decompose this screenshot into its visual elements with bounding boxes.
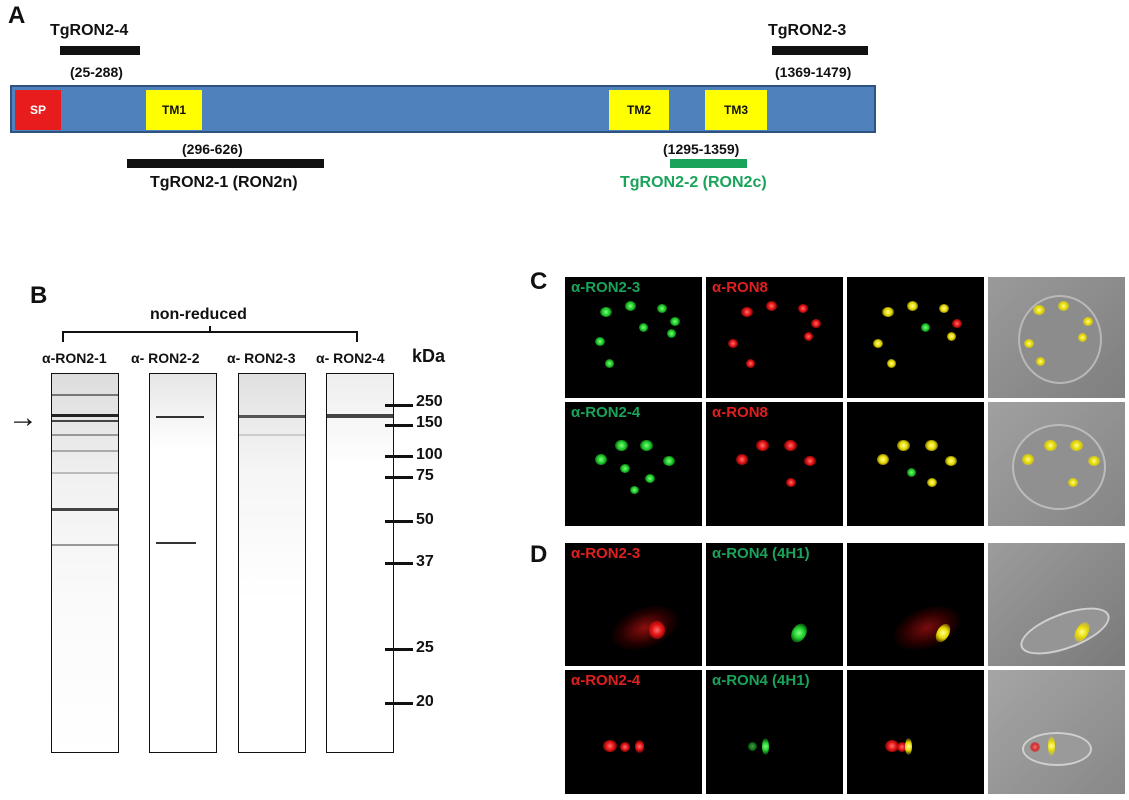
image-c1-dic — [988, 277, 1125, 398]
fragment-label-tgron2-4: TgRON2-4 — [50, 22, 129, 39]
image-c1-merge — [847, 277, 984, 398]
image-d2-red: α-RON2-4 — [565, 670, 702, 794]
fragment-range-tgron2-4: (25-288) — [70, 64, 123, 80]
channel-label-c1-red: α-RON8 — [712, 279, 768, 296]
marker-tick-150 — [385, 424, 413, 427]
channel-label-c2-red: α-RON8 — [712, 404, 768, 421]
image-d2-dic — [988, 670, 1125, 794]
blot-condition-label: non-reduced — [150, 306, 247, 323]
fragment-bar-tgron2-4 — [60, 46, 140, 55]
blot-lane-ron2-2 — [149, 373, 217, 753]
image-d1-green: α-RON4 (4H1) — [706, 543, 843, 666]
fragment-range-tgron2-2: (1295-1359) — [663, 141, 740, 157]
lane-label-ron2-4: α- RON2-4 — [316, 350, 385, 366]
panel-label-b: B — [30, 282, 48, 309]
image-c2-red: α-RON8 — [706, 402, 843, 526]
image-c1-red: α-RON8 — [706, 277, 843, 398]
protein-schematic: SP TM1 TM2 TM3 — [10, 85, 876, 133]
marker-tick-25 — [385, 648, 413, 651]
image-d1-dic — [988, 543, 1125, 666]
marker-tick-50 — [385, 520, 413, 523]
image-d1-merge — [847, 543, 984, 666]
channel-label-d2-red: α-RON2-4 — [571, 672, 641, 689]
fragment-label-tgron2-1: TgRON2-1 (RON2n) — [150, 174, 298, 191]
lane-label-ron2-1: α-RON2-1 — [42, 350, 107, 366]
signal-peptide-domain: SP — [15, 90, 61, 130]
marker-label-25: 25 — [416, 639, 434, 656]
panel-label-d: D — [530, 541, 548, 568]
kda-label: kDa — [412, 346, 446, 366]
marker-label-37: 37 — [416, 553, 434, 570]
channel-label-c2-green: α-RON2-4 — [571, 404, 641, 421]
marker-tick-75 — [385, 476, 413, 479]
marker-label-20: 20 — [416, 693, 434, 710]
image-c2-dic — [988, 402, 1125, 526]
tm1-domain: TM1 — [146, 90, 202, 130]
marker-tick-37 — [385, 562, 413, 565]
fragment-bar-tgron2-2 — [670, 159, 747, 168]
fragment-label-tgron2-3: TgRON2-3 — [768, 22, 847, 39]
tm2-domain: TM2 — [609, 90, 669, 130]
image-c2-green: α-RON2-4 — [565, 402, 702, 526]
blot-lane-ron2-1 — [51, 373, 119, 753]
fragment-bar-tgron2-3 — [772, 46, 868, 55]
tm3-domain: TM3 — [705, 90, 767, 130]
bracket — [62, 326, 358, 342]
blot-lane-ron2-3 — [238, 373, 306, 753]
fragment-label-tgron2-2: TgRON2-2 (RON2c) — [620, 174, 767, 191]
panel-label-a: A — [8, 2, 26, 29]
panel-label-c: C — [530, 268, 548, 295]
image-d2-green: α-RON4 (4H1) — [706, 670, 843, 794]
channel-label-d1-red: α-RON2-3 — [571, 545, 641, 562]
marker-tick-100 — [385, 455, 413, 458]
marker-label-250: 250 — [416, 393, 443, 410]
image-c1-green: α-RON2-3 — [565, 277, 702, 398]
marker-tick-250 — [385, 404, 413, 407]
marker-label-75: 75 — [416, 467, 434, 484]
fragment-bar-tgron2-1 — [127, 159, 324, 168]
lane-label-ron2-3: α- RON2-3 — [227, 350, 296, 366]
image-d2-merge — [847, 670, 984, 794]
image-d1-red: α-RON2-3 — [565, 543, 702, 666]
channel-label-d1-green: α-RON4 (4H1) — [712, 545, 810, 562]
channel-label-d2-green: α-RON4 (4H1) — [712, 672, 810, 689]
marker-label-150: 150 — [416, 414, 443, 431]
blot-lane-ron2-4 — [326, 373, 394, 753]
fragment-range-tgron2-3: (1369-1479) — [775, 64, 852, 80]
channel-label-c1-green: α-RON2-3 — [571, 279, 641, 296]
fragment-range-tgron2-1: (296-626) — [182, 141, 243, 157]
marker-label-100: 100 — [416, 446, 443, 463]
image-c2-merge — [847, 402, 984, 526]
marker-tick-20 — [385, 702, 413, 705]
marker-label-50: 50 — [416, 511, 434, 528]
lane-label-ron2-2: α- RON2-2 — [131, 350, 200, 366]
arrow-icon: → — [8, 401, 38, 434]
